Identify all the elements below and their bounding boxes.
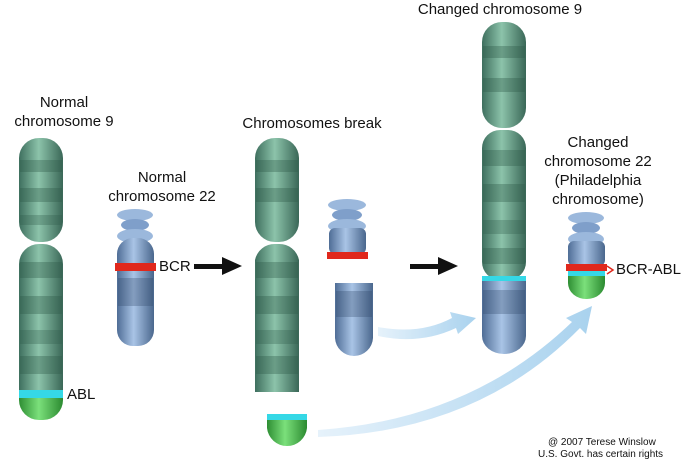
move-arrow-upper: [378, 312, 476, 340]
label-bcr-abl: BCR-ABL: [616, 261, 682, 278]
arrow-2: [410, 257, 458, 275]
label-changed-chromosome-22: Changed chromosome 22 (Philadelphia chro…: [544, 134, 652, 208]
label-abl: ABL: [67, 386, 96, 403]
normal-chromosome-22: [115, 209, 156, 346]
arrow-1: [194, 257, 242, 275]
label-changed-chromosome-9: Changed chromosome 9: [417, 1, 583, 18]
credit-line-2: U.S. Govt. has certain rights: [538, 449, 664, 460]
label-normal-chromosome-9: Normal chromosome 9: [14, 94, 114, 130]
broken-chromosome-9: [255, 138, 307, 447]
label-normal-chromosome-22: Normal chromosome 22: [108, 169, 216, 205]
label-chromosomes-break: Chromosomes break: [242, 115, 382, 132]
normal-chromosome-9: [19, 138, 63, 420]
bcr-abl-cyan: [568, 271, 605, 276]
philadelphia-chromosome: [566, 212, 615, 300]
credit-line-1: @ 2007 Terese Winslow: [548, 437, 656, 448]
bcr-band: [115, 263, 156, 271]
broken-chromosome-22: [327, 199, 373, 357]
changed-chromosome-9: [482, 22, 526, 354]
label-bcr: BCR: [159, 258, 191, 275]
bcr-abl-red: [566, 264, 607, 271]
abl-band: [19, 390, 63, 398]
